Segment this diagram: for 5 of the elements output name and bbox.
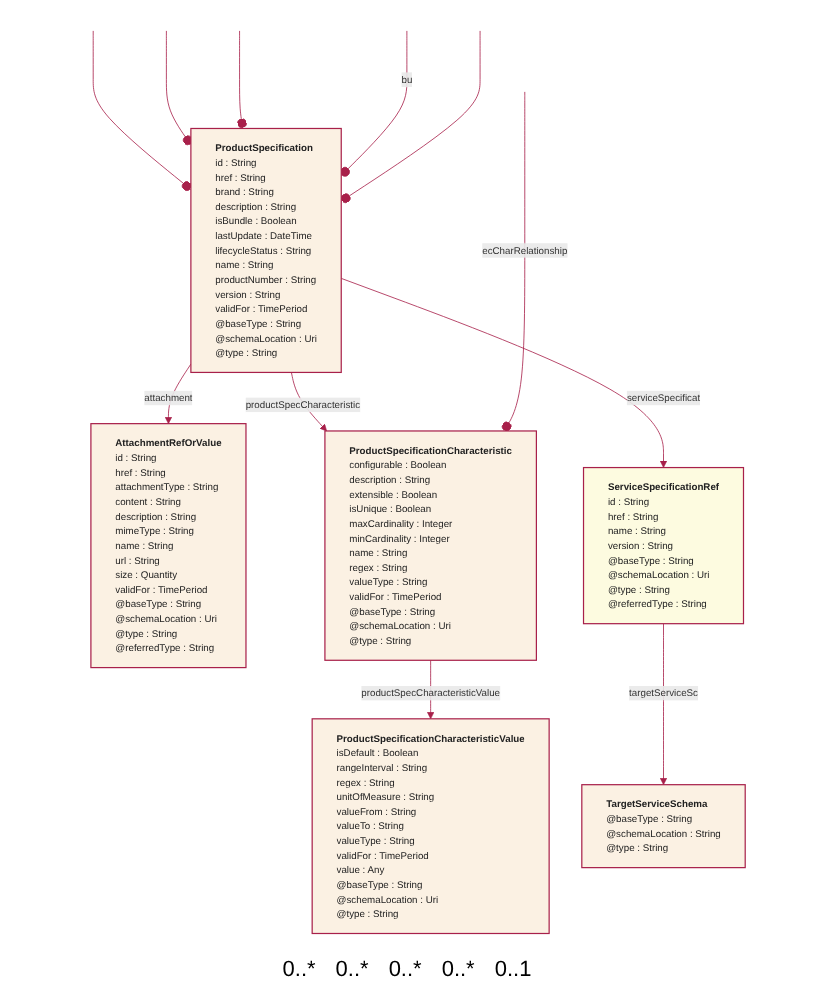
multiplicity-label: 0..* [388, 958, 422, 982]
multiplicity-label: 0..* [282, 958, 316, 982]
multiplicity-label: 0..1 [494, 958, 532, 982]
multiplicity-label: 0..* [335, 958, 369, 982]
multiplicity-label: 0..* [441, 958, 475, 982]
